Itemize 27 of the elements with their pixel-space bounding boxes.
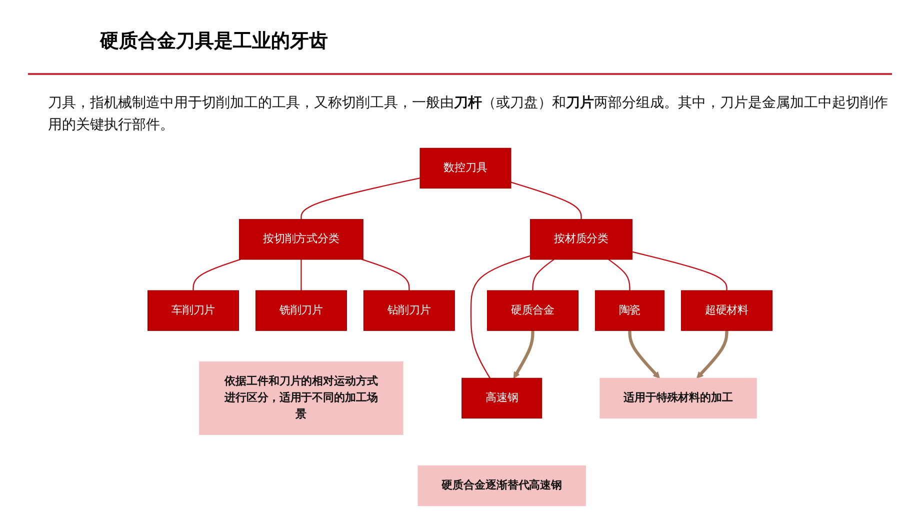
node-box: 高速钢 <box>462 378 542 419</box>
connector <box>192 258 241 291</box>
intro-paragraph: 刀具，指机械制造中用于切削加工的工具，又称切削工具，一般由刀杆（或刀盘）和刀片两部分组成。其中，刀片是金属加工中起切削作用的关键执行部件。 <box>48 94 888 135</box>
node-box: 数控刀具 <box>420 148 512 189</box>
arrow <box>696 330 728 379</box>
arrow <box>513 330 534 379</box>
node-box: 按材质分类 <box>530 219 632 260</box>
node-box: 依据工件和刀片的相对运动方式进行区分，适用于不同的加工场景 <box>199 361 404 435</box>
connector <box>510 182 582 220</box>
arrow <box>628 330 660 379</box>
node-box: 适用于特殊材料的加工 <box>600 378 757 419</box>
node-box: 铣削刀片 <box>255 290 347 331</box>
connector <box>470 255 531 379</box>
node-box: 钻削刀片 <box>363 290 455 331</box>
connector <box>532 258 554 291</box>
connector <box>632 251 728 291</box>
node-box: 按切削方式分类 <box>239 219 364 260</box>
node-box: 陶瓷 <box>594 290 665 331</box>
node-box: 超硬材料 <box>680 290 772 331</box>
slide-title: 硬质合金刀具是工业的牙齿 <box>100 29 328 54</box>
connector <box>300 259 302 291</box>
connector <box>300 177 420 220</box>
node-box: 硬质合金 <box>487 290 578 331</box>
node-box: 硬质合金逐渐替代高速钢 <box>418 465 586 506</box>
connector <box>608 258 630 291</box>
connector <box>362 258 410 291</box>
node-box: 车削刀片 <box>148 290 240 331</box>
